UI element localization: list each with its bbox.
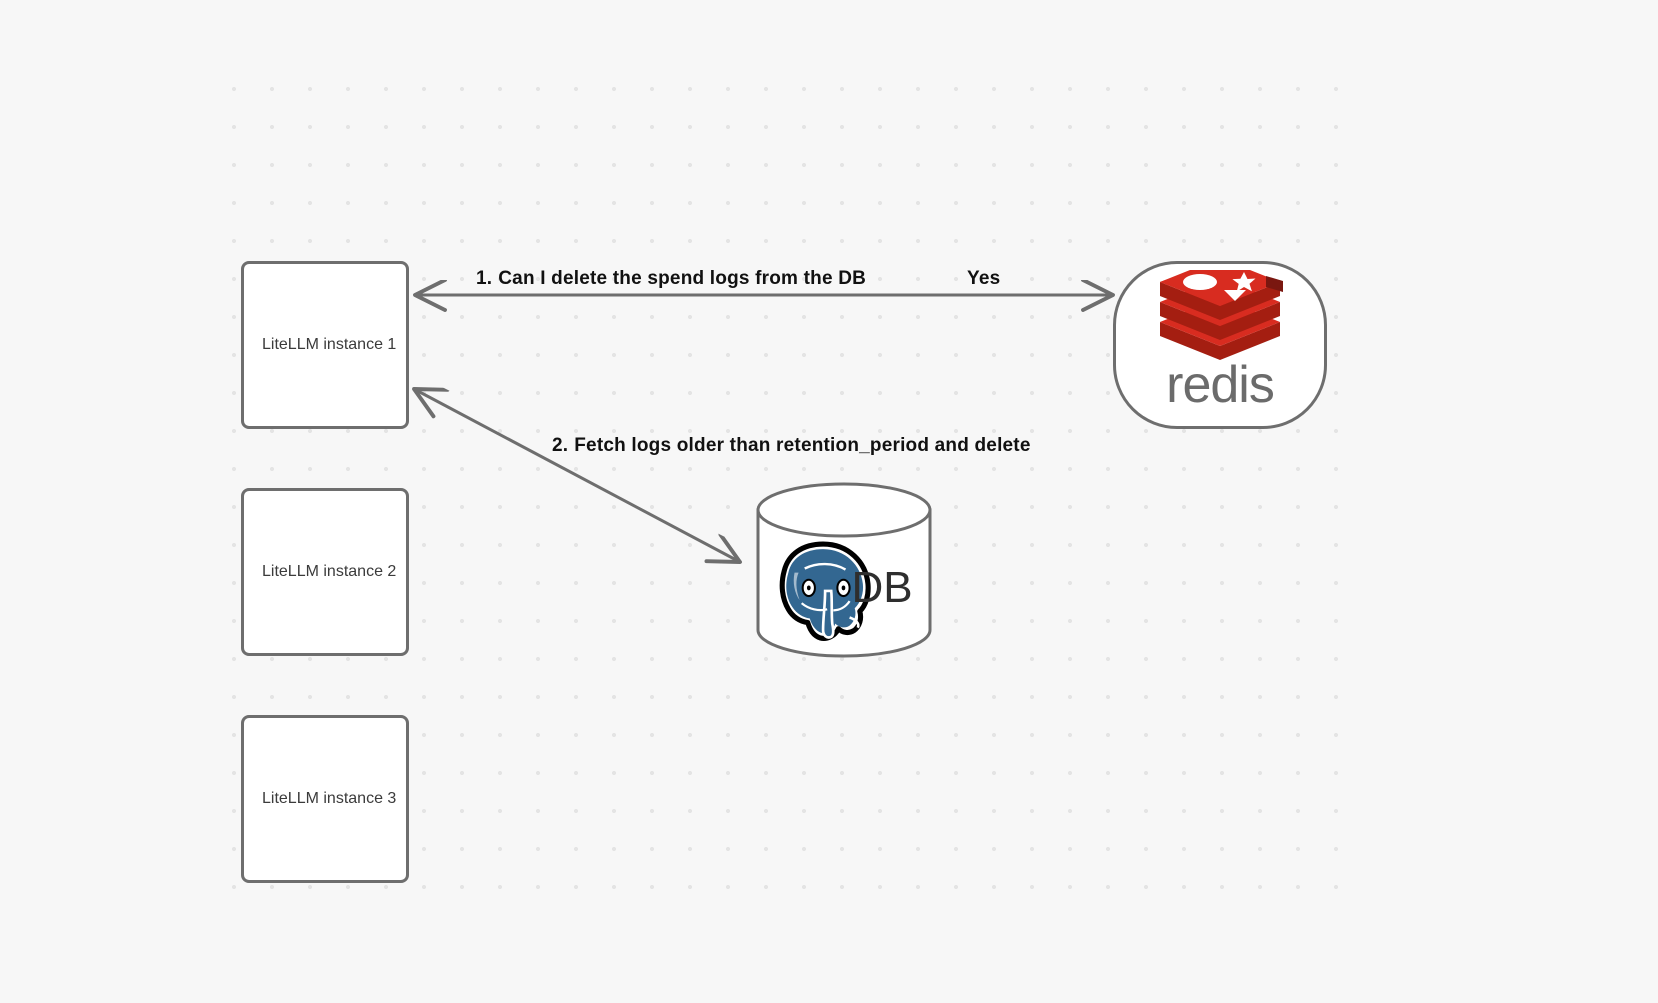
edge-2-number: 2. bbox=[552, 435, 569, 456]
edge-2-text: Fetch logs older than retention_period a… bbox=[574, 435, 1031, 456]
node-litellm-instance-2[interactable]: LiteLLM instance 2 bbox=[241, 488, 409, 656]
node-label: LiteLLM instance 3 bbox=[262, 790, 397, 807]
node-label: LiteLLM instance 2 bbox=[262, 563, 397, 580]
redis-wordmark: redis bbox=[1166, 356, 1274, 414]
cylinder-top bbox=[756, 482, 932, 538]
edge-2-label: 2.Fetch logs older than retention_period… bbox=[552, 435, 1031, 457]
redis-logo: redis bbox=[1160, 270, 1283, 414]
edge-1-reply-text: Yes bbox=[967, 268, 1001, 289]
node-litellm-instance-1[interactable]: LiteLLM instance 1 bbox=[241, 261, 409, 429]
edge-1-number: 1. bbox=[476, 268, 493, 289]
redis-stack-icon bbox=[1160, 270, 1283, 360]
postgresql-elephant-icon bbox=[779, 541, 871, 641]
edge-1-text: Can I delete the spend logs from the DB bbox=[498, 268, 867, 289]
node-label: LiteLLM instance 1 bbox=[262, 336, 397, 353]
node-postgres-db[interactable]: DB bbox=[744, 480, 944, 660]
node-redis[interactable]: redis bbox=[1113, 261, 1327, 429]
node-litellm-instance-3[interactable]: LiteLLM instance 3 bbox=[241, 715, 409, 883]
edge-1-label: 1.Can I delete the spend logs from the D… bbox=[476, 268, 866, 290]
edge-1-reply-label: Yes bbox=[967, 268, 1000, 290]
db-label: DB bbox=[851, 563, 912, 612]
